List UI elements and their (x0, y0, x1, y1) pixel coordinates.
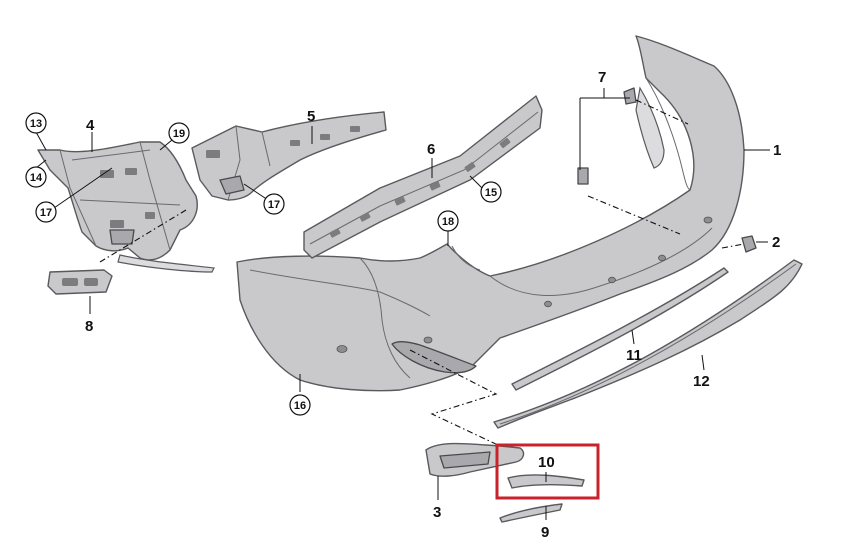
part-3-housing (425, 442, 525, 477)
circled-callouts: 13 14 15 16 17 17 18 19 (25, 112, 502, 416)
part-9-strip (499, 503, 563, 523)
callout-labels: 1 2 3 4 5 6 7 8 9 10 11 12 (85, 69, 781, 541)
part-7-clips (577, 87, 637, 185)
part-11-strip (511, 267, 729, 391)
label-part-6: 6 (427, 141, 435, 158)
circle-callout-17b: 17 (263, 193, 285, 215)
circle-callout-18: 18 (437, 210, 459, 232)
label-part-9: 9 (541, 524, 549, 541)
svg-text:17: 17 (40, 207, 52, 219)
part-12-strip (493, 259, 803, 429)
svg-text:18: 18 (442, 216, 454, 228)
bumper-cover (236, 35, 745, 392)
part-8-bracket (47, 269, 113, 295)
label-part-5: 5 (307, 108, 315, 125)
circle-callout-19: 19 (168, 122, 190, 144)
left-mounting-bracket (37, 141, 215, 273)
svg-text:15: 15 (485, 187, 497, 199)
circle-callout-16: 16 (289, 394, 311, 416)
svg-text:13: 13 (30, 118, 42, 130)
svg-text:19: 19 (173, 128, 185, 140)
circle-callout-17a: 17 (35, 201, 57, 223)
part-5-guide (191, 111, 387, 201)
label-part-12: 12 (693, 373, 710, 390)
label-part-1: 1 (773, 142, 781, 159)
part-6-bar (303, 95, 543, 259)
highlight-box-part-10 (495, 443, 600, 500)
leader-lines (35, 88, 770, 520)
assembly-lines (99, 99, 745, 447)
circle-callout-15: 15 (480, 181, 502, 203)
label-part-7: 7 (598, 69, 606, 86)
circle-callout-13: 13 (25, 112, 47, 134)
label-part-11: 11 (626, 347, 642, 364)
label-part-3: 3 (433, 504, 441, 521)
label-part-4: 4 (86, 117, 95, 134)
svg-text:14: 14 (30, 172, 43, 184)
svg-text:16: 16 (294, 400, 306, 412)
label-part-8: 8 (85, 318, 93, 335)
part-2-clip (741, 235, 757, 253)
label-part-2: 2 (772, 234, 780, 251)
svg-text:17: 17 (268, 199, 280, 211)
circle-callout-14: 14 (25, 166, 47, 188)
label-part-10: 10 (538, 454, 555, 471)
